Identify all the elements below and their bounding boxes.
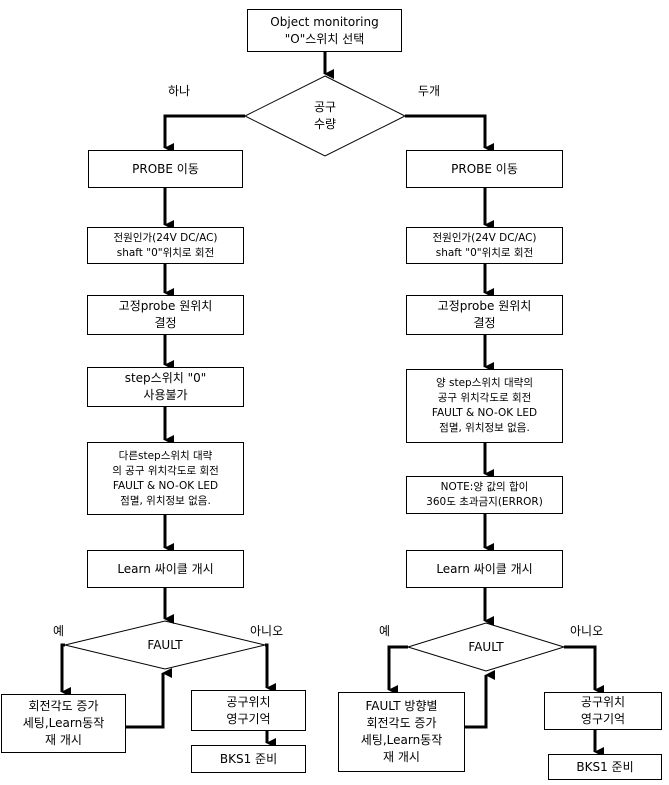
- right-step-power-on: 전원인가(24V DC/AC) shaft "0"위치로 회전: [406, 227, 563, 264]
- connector: [265, 643, 276, 693]
- left-no-label: 아니오: [250, 624, 284, 638]
- connector: [387, 645, 408, 695]
- connector: [465, 670, 495, 729]
- right-final-box: BKS1 준비: [548, 754, 662, 780]
- left-step-probe-move: PROBE 이동: [88, 150, 243, 188]
- start-box: Object monitoring "O"스위치 선택: [247, 9, 402, 52]
- left-yes-action-box: 회전각도 증가 세팅,Learn동작 재 개시: [1, 694, 126, 753]
- branch-label-one: 하나: [168, 84, 191, 98]
- branch-label-two: 두개: [418, 84, 441, 98]
- right-step-note: NOTE:양 값의 합이 360도 초과금지(ERROR): [406, 476, 563, 514]
- right-step-rotate: 양 step스위치 대략의 공구 위치각도로 회전 FAULT & NO-OK …: [406, 369, 563, 443]
- right-no-label: 아니오: [570, 624, 604, 638]
- right-no-action-box: 공구위치 영구기억: [544, 692, 662, 730]
- decision-diamond-tool-count: [243, 75, 407, 157]
- right-step-learn-cycle: Learn 싸이클 개시: [406, 550, 563, 588]
- right-yes-action-box: FAULT 방향별 회전각도 증가 세팅,Learn동작 재 개시: [338, 692, 465, 772]
- left-step-rotate: 다른step스위치 대략 의 공구 위치각도로 회전 FAULT & NO-OK…: [87, 442, 244, 515]
- connector: [126, 668, 172, 729]
- right-step-fixed-probe: 고정probe 원위치 결정: [406, 295, 563, 335]
- left-no-action-box: 공구위치 영구기억: [191, 690, 306, 731]
- connector: [163, 114, 245, 153]
- connector: [564, 645, 604, 695]
- left-decision-fault-label: FAULT: [147, 638, 183, 652]
- left-step-fixed-probe: 고정probe 원위치 결정: [87, 295, 244, 335]
- right-yes-label: 예: [379, 624, 391, 638]
- right-step-probe-move: PROBE 이동: [406, 150, 563, 188]
- left-step-learn-cycle: Learn 싸이클 개시: [87, 550, 244, 588]
- right-decision-fault-label: FAULT: [468, 640, 504, 654]
- left-step-power-on: 전원인가(24V DC/AC) shaft "0"위치로 회전: [87, 227, 244, 264]
- connector: [60, 643, 71, 697]
- left-final-box: BKS1 준비: [191, 745, 306, 773]
- left-yes-label: 예: [53, 624, 65, 638]
- connector: [405, 114, 494, 153]
- decision-tool-count-label: 공구 수량: [313, 100, 337, 131]
- left-step-step-switch: step스위치 "0" 사용불가: [87, 367, 244, 407]
